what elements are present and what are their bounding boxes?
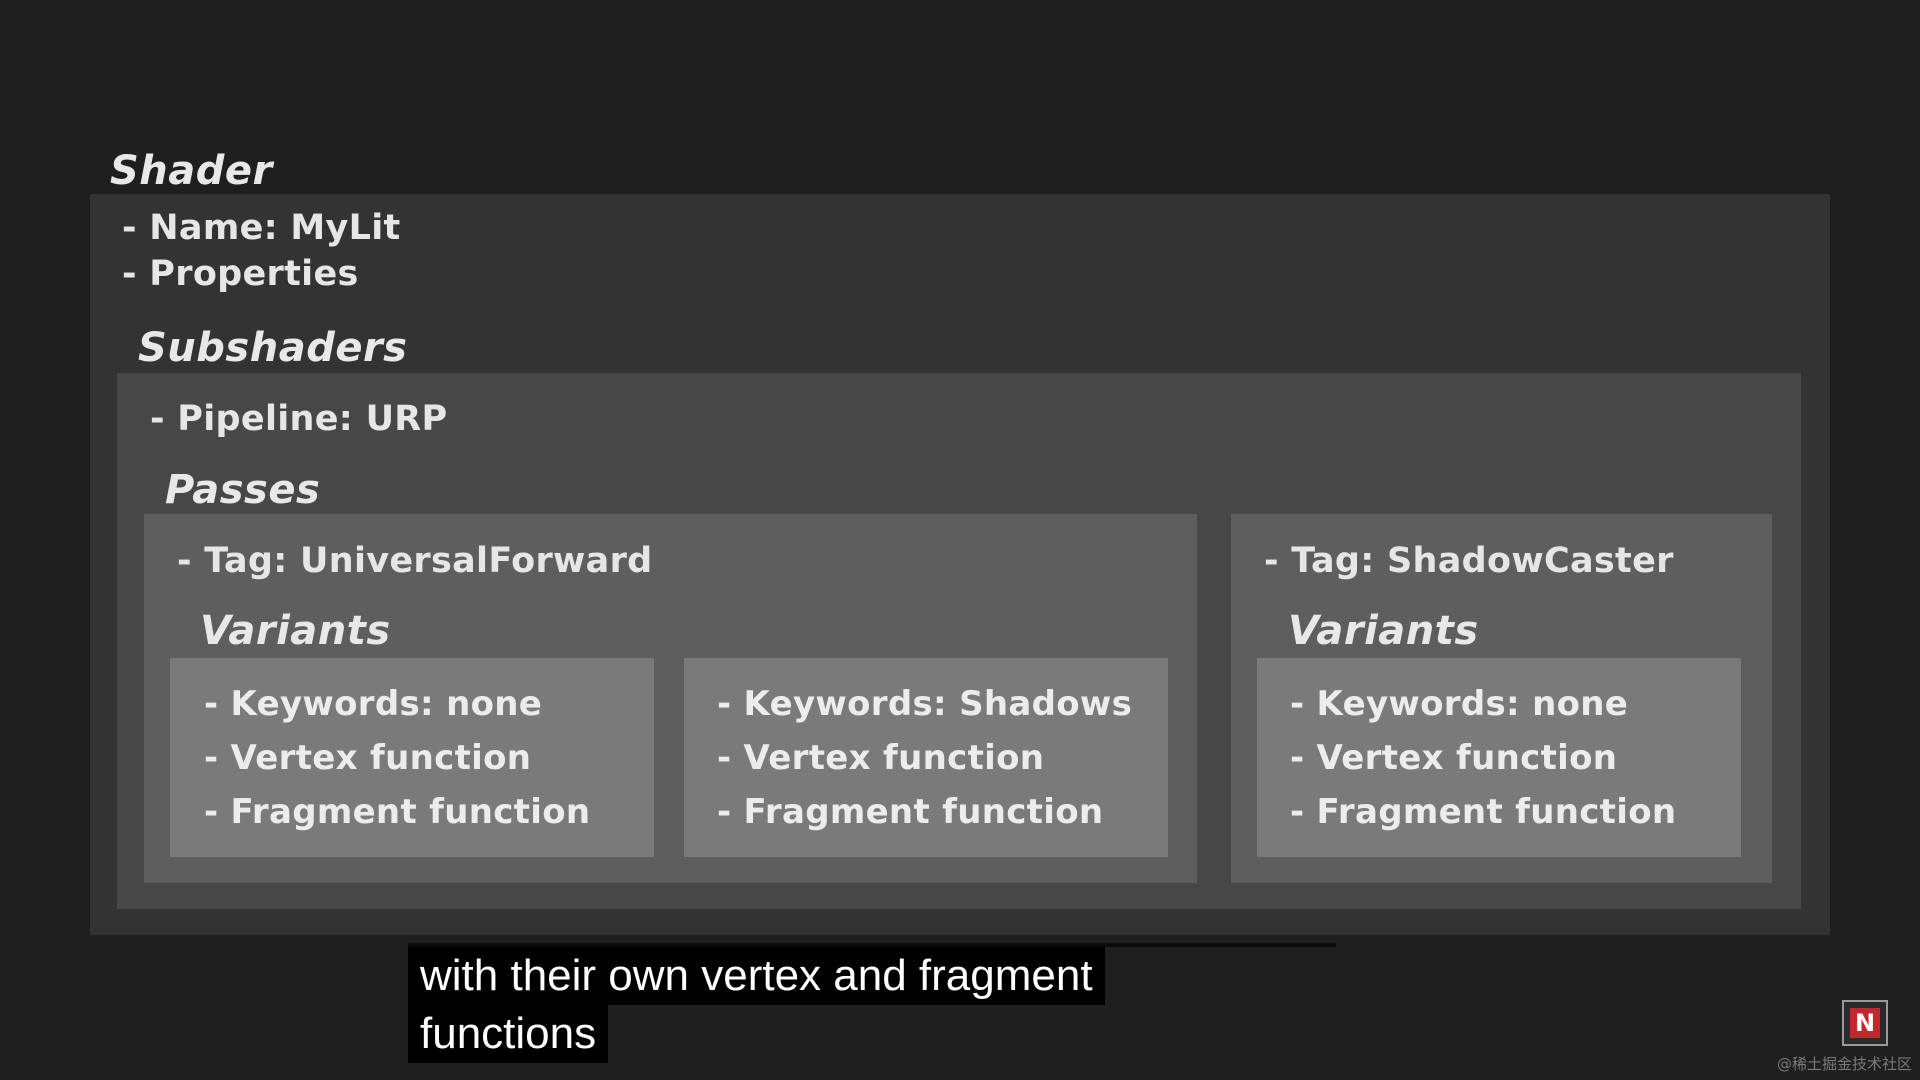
- pass-shadow-tag: - Tag: ShadowCaster: [1264, 541, 1674, 581]
- shadow-variants-title: Variants: [1288, 608, 1479, 654]
- forward-variants-title: Variants: [200, 608, 391, 654]
- channel-logo-icon: N: [1842, 1000, 1888, 1046]
- variant-vertex: - Vertex function: [717, 738, 1045, 778]
- watermark: @稀土掘金技术社区: [1776, 1055, 1912, 1073]
- subtitle-line-1: with their own vertex and fragment: [408, 947, 1105, 1005]
- variant-fragment: - Fragment function: [204, 792, 591, 832]
- subtitle-line-2: functions: [408, 1005, 609, 1063]
- variant-box-forward-shadows: [684, 658, 1168, 857]
- variant-keywords: - Keywords: none: [204, 684, 543, 724]
- shader-name: - Name: MyLit: [122, 208, 401, 248]
- subshaders-title: Subshaders: [138, 325, 408, 371]
- variant-keywords: - Keywords: none: [1290, 684, 1629, 724]
- subtitle-top-bar: [408, 943, 1336, 947]
- logo-letter: N: [1850, 1008, 1880, 1038]
- variant-box-shadow-none: [1257, 658, 1741, 857]
- variant-fragment: - Fragment function: [1290, 792, 1677, 832]
- shader-properties: - Properties: [122, 254, 359, 294]
- variant-keywords: - Keywords: Shadows: [717, 684, 1133, 724]
- variant-fragment: - Fragment function: [717, 792, 1104, 832]
- pass-forward-tag: - Tag: UniversalForward: [177, 541, 653, 581]
- variant-vertex: - Vertex function: [1290, 738, 1618, 778]
- passes-title: Passes: [165, 467, 321, 513]
- variant-box-forward-none: [170, 658, 654, 857]
- shader-title: Shader: [110, 148, 273, 194]
- variant-vertex: - Vertex function: [204, 738, 532, 778]
- pipeline-label: - Pipeline: URP: [150, 399, 448, 439]
